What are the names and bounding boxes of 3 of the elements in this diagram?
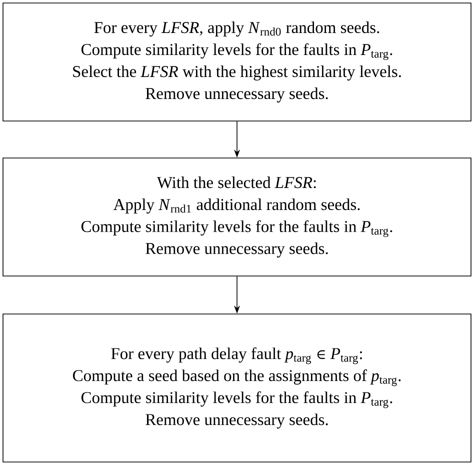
process-box: For every LFSR, apply N$_{rnd0}$ random seeds. Compute similarity levels for the faults in P$_{targ}$. Select the LFSR with the highest similarity levels. Remove unnecessary seeds. xyxy=(2,2,472,122)
process-box: For every path delay fault p$_{targ}$ ∈ P$_{targ}$: Compute a seed based on the assignments of p$_{targ}$. Compute similarity levels for the faults in P$_{targ}$. Remove unnecessary seeds. xyxy=(2,314,472,462)
process-box: With the selected LFSR: Apply N$_{rnd1}$ additional random seeds. Compute similarity levels for the faults in P$_{targ}$. Remove unnecessary seeds. xyxy=(2,158,472,276)
